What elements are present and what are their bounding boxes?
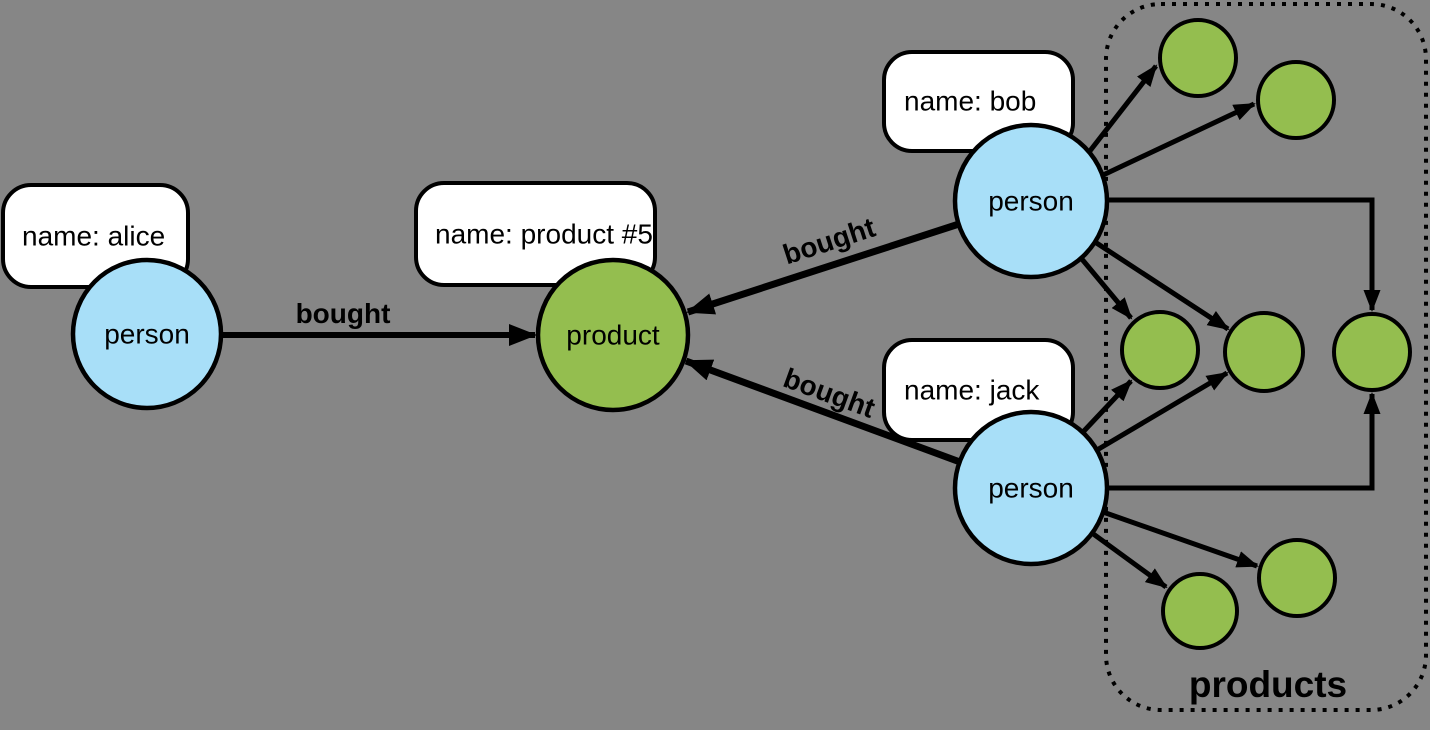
products-cluster-label: products bbox=[1189, 664, 1347, 705]
edge-jack-product-5 bbox=[1090, 530, 1168, 590]
node-person-bob-label: person bbox=[988, 186, 1074, 217]
edge-jack-product-4 bbox=[1102, 509, 1259, 569]
edge-label-alice-bought: bought bbox=[296, 298, 391, 329]
edge-bob-product-5-elbow bbox=[1107, 197, 1381, 312]
edge-jack-bought-product5 bbox=[684, 357, 962, 466]
node-product-anon-3 bbox=[1120, 310, 1200, 390]
node-person-jack-label: person bbox=[988, 473, 1074, 504]
node-product-anon-4 bbox=[1223, 311, 1305, 393]
edge-bob-product-3 bbox=[1079, 256, 1133, 320]
node-person-alice bbox=[70, 257, 224, 411]
property-label-product5: name: product #5 bbox=[414, 181, 657, 287]
edge-bob-product-2 bbox=[1099, 101, 1256, 179]
property-label-product5-text: name: product #5 bbox=[435, 219, 653, 250]
node-product-anon-7 bbox=[1161, 572, 1239, 650]
edge-label-bob-bought: bought bbox=[779, 212, 879, 271]
property-label-product5-box bbox=[414, 181, 657, 287]
edge-jack-product-2 bbox=[1095, 370, 1229, 453]
node-product-anon-6 bbox=[1257, 538, 1337, 618]
node-person-alice-label: person bbox=[104, 319, 190, 350]
property-label-alice-text: name: alice bbox=[22, 221, 165, 252]
edge-bob-bought-product5 bbox=[686, 220, 961, 316]
node-product-anon-2 bbox=[1256, 60, 1336, 140]
edge-bob-product-4 bbox=[1093, 239, 1230, 332]
node-person-jack bbox=[952, 409, 1110, 567]
node-product5 bbox=[535, 257, 691, 413]
node-person-bob bbox=[952, 122, 1110, 280]
edge-jack-product-1 bbox=[1081, 379, 1133, 434]
node-product5-label: product bbox=[566, 320, 660, 351]
edge-jack-product-3-elbow bbox=[1107, 392, 1381, 491]
node-product-anon-1 bbox=[1158, 18, 1238, 98]
property-label-bob-text: name: bob bbox=[904, 86, 1036, 117]
node-product-anon-5 bbox=[1332, 312, 1412, 392]
products-cluster-border bbox=[1104, 2, 1428, 712]
edge-bob-product-1 bbox=[1084, 64, 1158, 158]
property-label-jack-text: name: jack bbox=[904, 375, 1040, 406]
